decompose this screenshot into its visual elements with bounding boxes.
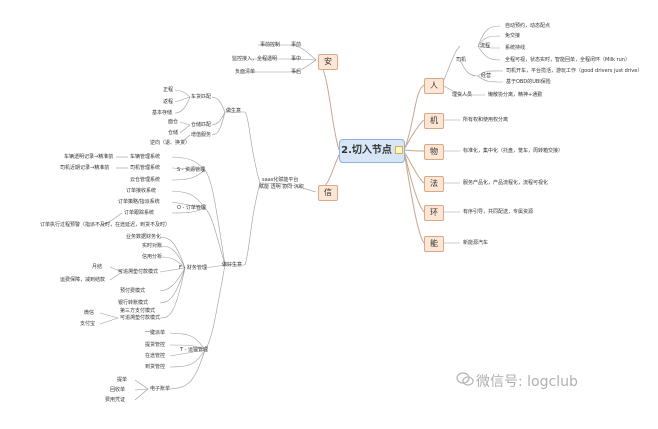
category-fa[interactable]: 法: [424, 176, 444, 192]
central-topic[interactable]: 2.切入节点: [339, 139, 405, 163]
xin-t-bills-item[interactable]: 提单: [117, 377, 128, 383]
xin-t-item[interactable]: 提货管控: [145, 342, 166, 348]
xin-t-bills-item[interactable]: 回收单: [110, 387, 126, 393]
an-item-before[interactable]: 事前: [291, 42, 302, 48]
xin-s-item[interactable]: 司机管理系统: [130, 165, 161, 171]
xin-f-item[interactable]: 业务数据财务化: [126, 234, 162, 240]
category-xin[interactable]: 信: [318, 185, 338, 201]
xin-f-item[interactable]: 银行转账模式: [118, 300, 149, 306]
xin-t-item[interactable]: 到货管控: [145, 364, 166, 370]
an-detail-after[interactable]: 负面清单: [235, 69, 256, 75]
watermark: 微信号: logclub: [476, 374, 578, 390]
xin-f-finance[interactable]: F - 财务管理: [179, 265, 207, 271]
category-neng[interactable]: 能: [424, 236, 444, 252]
ren-operation-item[interactable]: 基于OBD的UBI保险: [506, 79, 551, 85]
xin-t-transport[interactable]: T - 运输管理: [180, 347, 209, 353]
note-icon: [394, 146, 403, 154]
an-detail-during[interactable]: 监控接入，全程透明: [232, 56, 278, 62]
xin-o-item[interactable]: 订单策略/指派系统: [118, 199, 160, 205]
xin-s-resource[interactable]: S - 资源管理: [177, 167, 206, 173]
xin-s-item[interactable]: 车辆管理系统: [130, 154, 161, 160]
xin-flow-item[interactable]: 逆向（退、换货）: [150, 140, 191, 146]
xin-s-sub[interactable]: 车辆透明记录→精准前: [64, 154, 114, 160]
ren-process[interactable]: 流程: [480, 43, 491, 49]
ren-driver[interactable]: 司机: [456, 57, 467, 63]
xin-o-item[interactable]: 订单接收系统: [126, 188, 157, 194]
xin-vehicle-item[interactable]: 返程: [163, 99, 174, 105]
ren-process-item[interactable]: 系统持线: [505, 45, 526, 51]
category-ren[interactable]: 人: [424, 78, 444, 94]
ren-manager-item[interactable]: 懒散协分离，精神+通勤: [488, 92, 543, 98]
wu-item[interactable]: 标准化，集中化（托盘，笼车，周转箱交接）: [463, 148, 564, 154]
xin-t-bills-item[interactable]: 费用凭证: [105, 397, 126, 403]
xin-vehicle-item[interactable]: 基本存储: [152, 110, 173, 116]
neng-item[interactable]: 新能源汽车: [463, 240, 489, 246]
category-huan[interactable]: 环: [424, 205, 444, 221]
ren-operation[interactable]: 经营: [481, 73, 492, 79]
xin-f-item[interactable]: 可追溯垫付款模式: [118, 269, 159, 275]
category-an[interactable]: 安: [318, 54, 338, 70]
xin-saas[interactable]: saas化赋能平台: [262, 177, 299, 183]
ren-operation-item[interactable]: 司机开车，平台揽活，游玩工作（good drivers just drive）: [506, 68, 643, 74]
xin-flow-service[interactable]: 增值服务: [191, 132, 212, 138]
xin-warehouse[interactable]: 仓储匹配: [191, 122, 212, 128]
xin-f-sub[interactable]: 月结: [92, 264, 103, 270]
xin-f-item[interactable]: 实时对账: [142, 243, 163, 249]
xin-vehicle-item[interactable]: 正程: [163, 87, 174, 93]
wechat-icon: [456, 372, 474, 386]
an-item-during[interactable]: 事中: [291, 56, 302, 62]
ren-manager[interactable]: 理货人员: [452, 92, 473, 98]
fa-item[interactable]: 服务产品化，产品流程化，流程可视化: [463, 180, 549, 186]
central-topic-label: 2.切入节点: [341, 145, 392, 156]
an-detail-before[interactable]: 事前控制: [260, 42, 281, 48]
xin-f-third-item[interactable]: 支付宝: [80, 321, 96, 327]
xin-f-item[interactable]: 预付费模式: [120, 288, 146, 294]
xin-t-item[interactable]: 一键派单: [145, 330, 166, 336]
xin-f-third-item[interactable]: 微信: [84, 310, 95, 316]
xin-f-item[interactable]: 可追溯垫付款模式: [120, 315, 161, 321]
xin-s-sub[interactable]: 司机近期记录→精准前: [60, 165, 110, 171]
category-wu[interactable]: 物: [424, 144, 444, 160]
xin-stall[interactable]: 做生意: [226, 108, 242, 114]
ren-process-item[interactable]: 全程可视，状态实时，智能回单，全程闭环（Milk run）: [505, 57, 630, 63]
ren-process-item[interactable]: 免交接: [505, 33, 521, 39]
xin-vehicle-match[interactable]: 车货匹配: [191, 94, 212, 100]
huan-item[interactable]: 有序引导，共同配送，专属资源: [463, 209, 534, 215]
xin-o-sub[interactable]: 订单执行过程预警（指派不及时，在途延迟，到货不及时）: [40, 222, 171, 228]
ji-item[interactable]: 所有权和使用权分离: [463, 117, 509, 123]
xin-o-item[interactable]: 订单跟踪系统: [124, 210, 155, 216]
xin-f-item[interactable]: 信用分析: [142, 254, 163, 260]
xin-warehouse-item[interactable]: 面仓: [168, 119, 179, 125]
xin-doing-good[interactable]: 做好生意: [222, 262, 243, 268]
xin-o-order[interactable]: O - 订单管理: [177, 205, 206, 211]
category-ji[interactable]: 机: [424, 113, 444, 129]
xin-t-bills[interactable]: 电子账单: [150, 386, 171, 392]
xin-f-sub[interactable]: 运费保障，减到结款: [60, 277, 106, 283]
ren-process-item[interactable]: 自动预约，动态配点: [505, 23, 551, 29]
xin-f-third[interactable]: 第三方支付模式: [120, 308, 156, 314]
an-item-after[interactable]: 事后: [291, 69, 302, 75]
xin-warehouse-item[interactable]: 仓储: [168, 130, 179, 136]
xin-saas-sub[interactable]: 赋能 透明 协同 沉积: [259, 184, 304, 190]
xin-s-item[interactable]: 云仓管理系统: [130, 177, 161, 183]
xin-t-item[interactable]: 在途管控: [145, 353, 166, 359]
